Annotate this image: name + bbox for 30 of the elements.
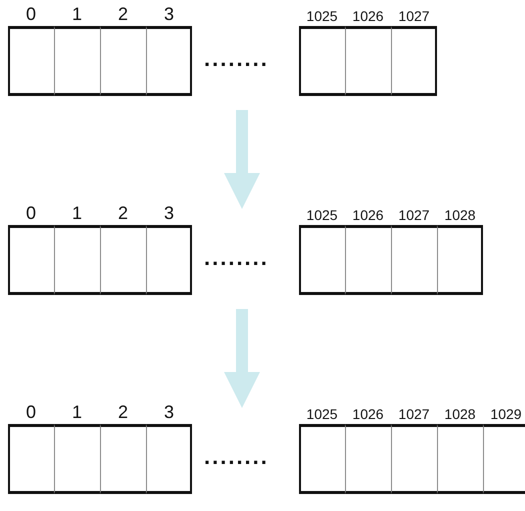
index-number: 1 xyxy=(70,5,83,23)
index-number: 0 xyxy=(24,204,37,222)
index-number: 1028 xyxy=(443,407,477,421)
index-number: 1026 xyxy=(351,208,385,222)
index-number: 1029 xyxy=(489,407,523,421)
index-number: 1027 xyxy=(397,9,431,23)
index-number: 0 xyxy=(24,403,37,421)
ellipsis-dots: ........ xyxy=(204,48,269,70)
index-number: 3 xyxy=(162,204,175,222)
index-number: 1027 xyxy=(397,407,431,421)
down-arrow xyxy=(224,110,260,209)
index-number: 1026 xyxy=(351,9,385,23)
array-row xyxy=(8,404,525,494)
index-number: 2 xyxy=(116,5,129,23)
index-number: 1026 xyxy=(351,407,385,421)
index-number: 1 xyxy=(70,403,83,421)
index-number: 0 xyxy=(24,5,37,23)
index-number: 3 xyxy=(162,403,175,421)
ellipsis-dots: ........ xyxy=(204,247,269,269)
index-number: 1025 xyxy=(305,208,339,222)
index-number: 1 xyxy=(70,204,83,222)
index-number: 1025 xyxy=(305,9,339,23)
index-number: 1027 xyxy=(397,208,431,222)
index-number: 1025 xyxy=(305,407,339,421)
index-number: 3 xyxy=(162,5,175,23)
index-number: 2 xyxy=(116,204,129,222)
index-number: 1028 xyxy=(443,208,477,222)
ellipsis-dots: ........ xyxy=(204,446,269,468)
down-arrow xyxy=(224,309,260,408)
index-number: 2 xyxy=(116,403,129,421)
